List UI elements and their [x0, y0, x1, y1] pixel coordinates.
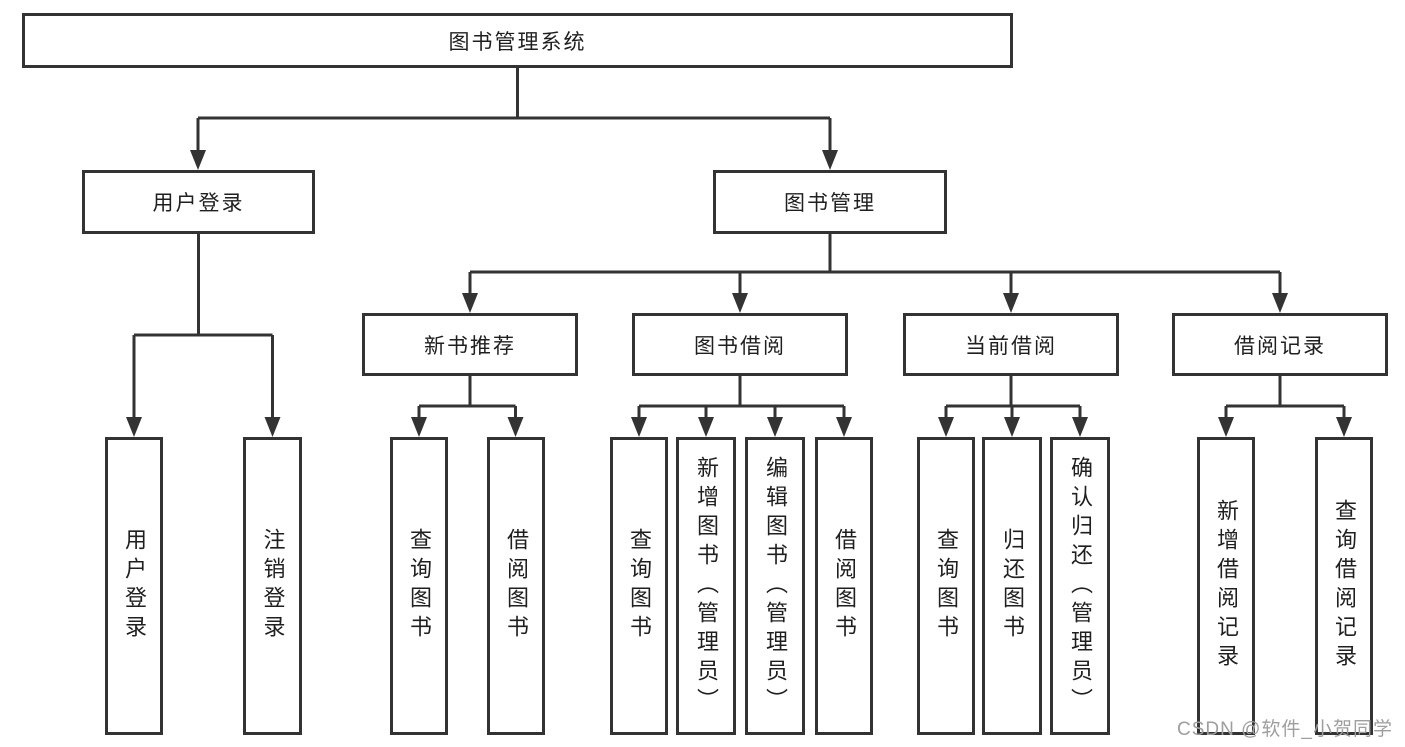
- leaf-add-borrow-record: 新增借阅记录: [1197, 437, 1255, 735]
- arrowhead: [1272, 293, 1288, 313]
- node-label: 新增图书（管理员）: [694, 455, 719, 717]
- node-label: 用户登录: [152, 192, 245, 215]
- leaf-query-books-current: 查询图书: [917, 437, 975, 735]
- node-borrowing-records: 借阅记录: [1172, 313, 1388, 376]
- node-label: 注销登录: [260, 528, 286, 644]
- node-user-login: 用户登录: [82, 170, 315, 234]
- node-label: 新书推荐: [424, 334, 516, 358]
- node-label: 当前借阅: [965, 334, 1057, 358]
- arrowhead: [507, 417, 524, 437]
- arrowhead: [411, 417, 427, 437]
- arrowhead: [264, 417, 281, 437]
- arrowhead: [1218, 417, 1234, 437]
- leaf-borrow-books-recommend: 借阅图书: [487, 437, 545, 735]
- node-book-management: 图书管理: [713, 170, 947, 234]
- arrowhead: [462, 293, 478, 313]
- leaf-add-book-admin: 新增图书（管理员）: [676, 437, 736, 735]
- leaf-query-books-borrowing: 查询图书: [610, 437, 668, 735]
- node-label: 图书管理: [784, 192, 876, 215]
- connector-root-to-level2: [196, 68, 832, 151]
- arrowhead: [822, 150, 838, 170]
- arrowhead: [631, 417, 647, 437]
- arrowhead: [732, 293, 748, 313]
- arrowhead: [126, 417, 142, 437]
- arrowhead: [190, 150, 206, 170]
- leaf-borrow-books-borrowing: 借阅图书: [815, 437, 873, 735]
- node-label: 归还图书: [1000, 528, 1025, 644]
- node-label: 查询图书: [934, 528, 959, 644]
- leaf-query-books-recommend: 查询图书: [390, 437, 448, 735]
- arrowhead: [1004, 417, 1020, 437]
- leaf-logout: 注销登录: [243, 437, 302, 735]
- node-library-management-system: 图书管理系统: [22, 13, 1013, 68]
- leaf-query-borrow-record: 查询借阅记录: [1315, 437, 1373, 735]
- node-label: 用户登录: [122, 528, 147, 644]
- node-book-borrowing: 图书借阅: [632, 313, 848, 376]
- csdn-watermark: CSDN @软件_小贺同学: [1177, 719, 1393, 740]
- connector-current-borrowing-branch: [944, 375, 1082, 418]
- leaf-user-login: 用户登录: [105, 437, 163, 735]
- arrowhead: [938, 417, 954, 437]
- node-new-book-recommendation: 新书推荐: [362, 313, 578, 376]
- arrowhead: [698, 417, 714, 437]
- node-current-borrowing: 当前借阅: [903, 313, 1119, 376]
- connector-book-management-branch: [468, 234, 1282, 294]
- arrowhead: [1072, 417, 1088, 437]
- node-label: 借阅图书: [832, 528, 857, 644]
- node-label: 新增借阅记录: [1214, 499, 1239, 673]
- node-label: 编辑图书（管理员）: [763, 455, 788, 717]
- leaf-return-books: 归还图书: [982, 437, 1042, 735]
- node-label: 图书管理系统: [448, 30, 587, 54]
- connector-borrowing-records-branch: [1224, 376, 1346, 418]
- node-label: 借阅记录: [1234, 334, 1326, 358]
- arrowhead: [836, 417, 852, 437]
- connector-book-borrowing-branch: [637, 376, 846, 418]
- arrowhead: [1003, 293, 1019, 313]
- node-label: 查询借阅记录: [1332, 499, 1357, 673]
- arrowhead: [767, 417, 783, 437]
- leaf-confirm-return-admin: 确认归还（管理员）: [1050, 437, 1110, 735]
- node-label: 查询图书: [627, 528, 652, 644]
- arrowhead: [1336, 417, 1352, 437]
- connector-user-login-branch: [132, 234, 274, 418]
- node-label: 借阅图书: [504, 528, 529, 644]
- leaf-edit-book-admin: 编辑图书（管理员）: [745, 437, 805, 735]
- node-label: 查询图书: [407, 528, 432, 644]
- node-label: 图书借阅: [694, 334, 786, 358]
- connector-new-book-branch: [417, 376, 517, 418]
- node-label: 确认归还（管理员）: [1068, 455, 1093, 717]
